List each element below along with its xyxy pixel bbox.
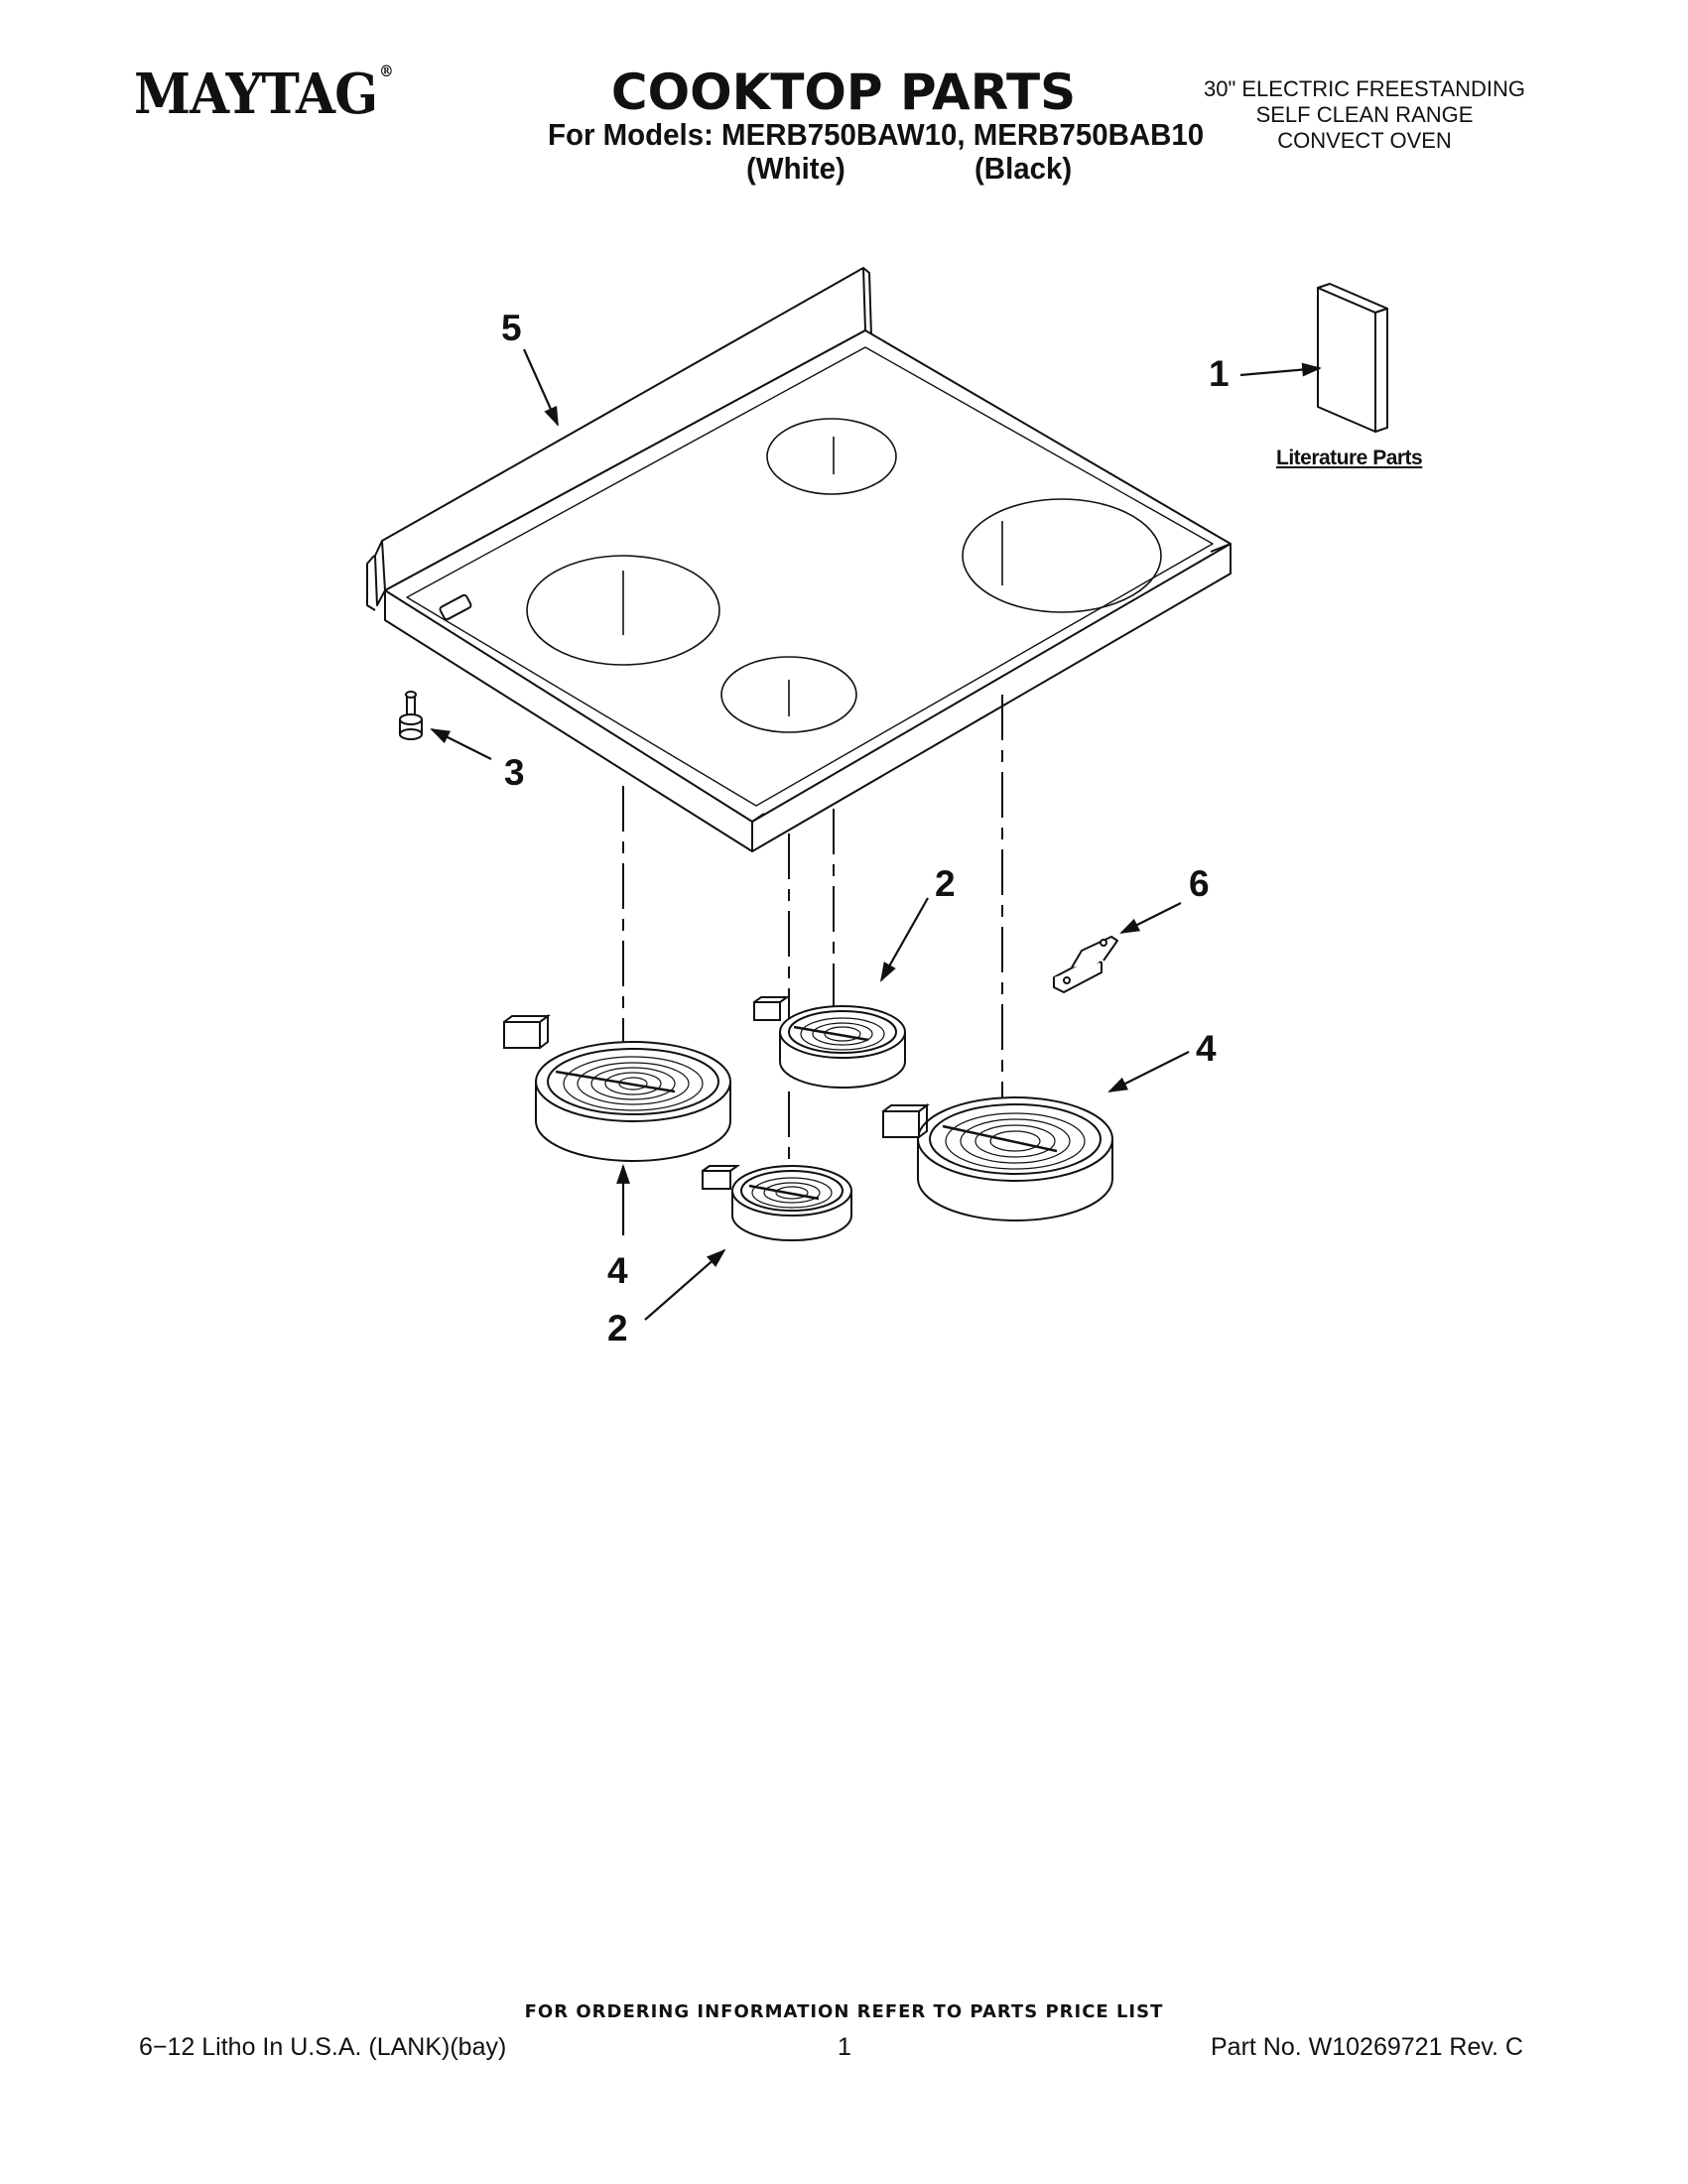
callout-2-lower: 2: [607, 1308, 628, 1349]
burner-right-large: [882, 1096, 1113, 1221]
callout-5: 5: [501, 308, 522, 348]
litho-line: 6−12 Litho In U.S.A. (LANK)(bay): [139, 2033, 507, 2061]
burner-center-small: [753, 996, 906, 1089]
callout-leaders: [430, 348, 1322, 1321]
brand-logo: MAYTAG®: [134, 62, 394, 127]
page-number: 1: [838, 2033, 851, 2061]
part-number: Part No. W10269721 Rev. C: [1211, 2033, 1523, 2061]
description-line-3: CONVECT OVEN: [1277, 128, 1452, 153]
color-white-label: (White): [746, 151, 845, 186]
product-description: 30" ELECTRIC FREESTANDING SELF CLEAN RAN…: [1166, 76, 1563, 154]
callout-4-right: 4: [1196, 1028, 1217, 1069]
page-title: COOKTOP PARTS: [610, 64, 1077, 121]
literature-parts-label: Literature Parts: [1276, 447, 1423, 469]
knob-post-part: [399, 691, 423, 740]
brand-name: MAYTAG: [134, 62, 378, 127]
registered-mark: ®: [379, 62, 394, 80]
alignment-lines: [622, 695, 1003, 1186]
models-line: For Models: MERB750BAW10, MERB750BAB10: [548, 117, 1205, 152]
cooktop-glass-top: [366, 267, 1232, 852]
bracket-clip-part: [1053, 936, 1118, 993]
literature-booklet: [1317, 283, 1388, 433]
description-line-1: 30" ELECTRIC FREESTANDING: [1203, 76, 1526, 101]
callout-4-left: 4: [607, 1250, 628, 1291]
callout-2-upper: 2: [935, 863, 956, 904]
callout-6: 6: [1189, 863, 1210, 904]
callout-3: 3: [504, 752, 525, 793]
ordering-note: FOR ORDERING INFORMATION REFER TO PARTS …: [524, 2001, 1164, 2022]
burner-left-large: [503, 1014, 731, 1162]
callout-1: 1: [1209, 353, 1230, 394]
color-black-label: (Black): [974, 151, 1073, 186]
description-line-2: SELF CLEAN RANGE: [1255, 102, 1474, 127]
burner-lower-small: [702, 1165, 852, 1241]
